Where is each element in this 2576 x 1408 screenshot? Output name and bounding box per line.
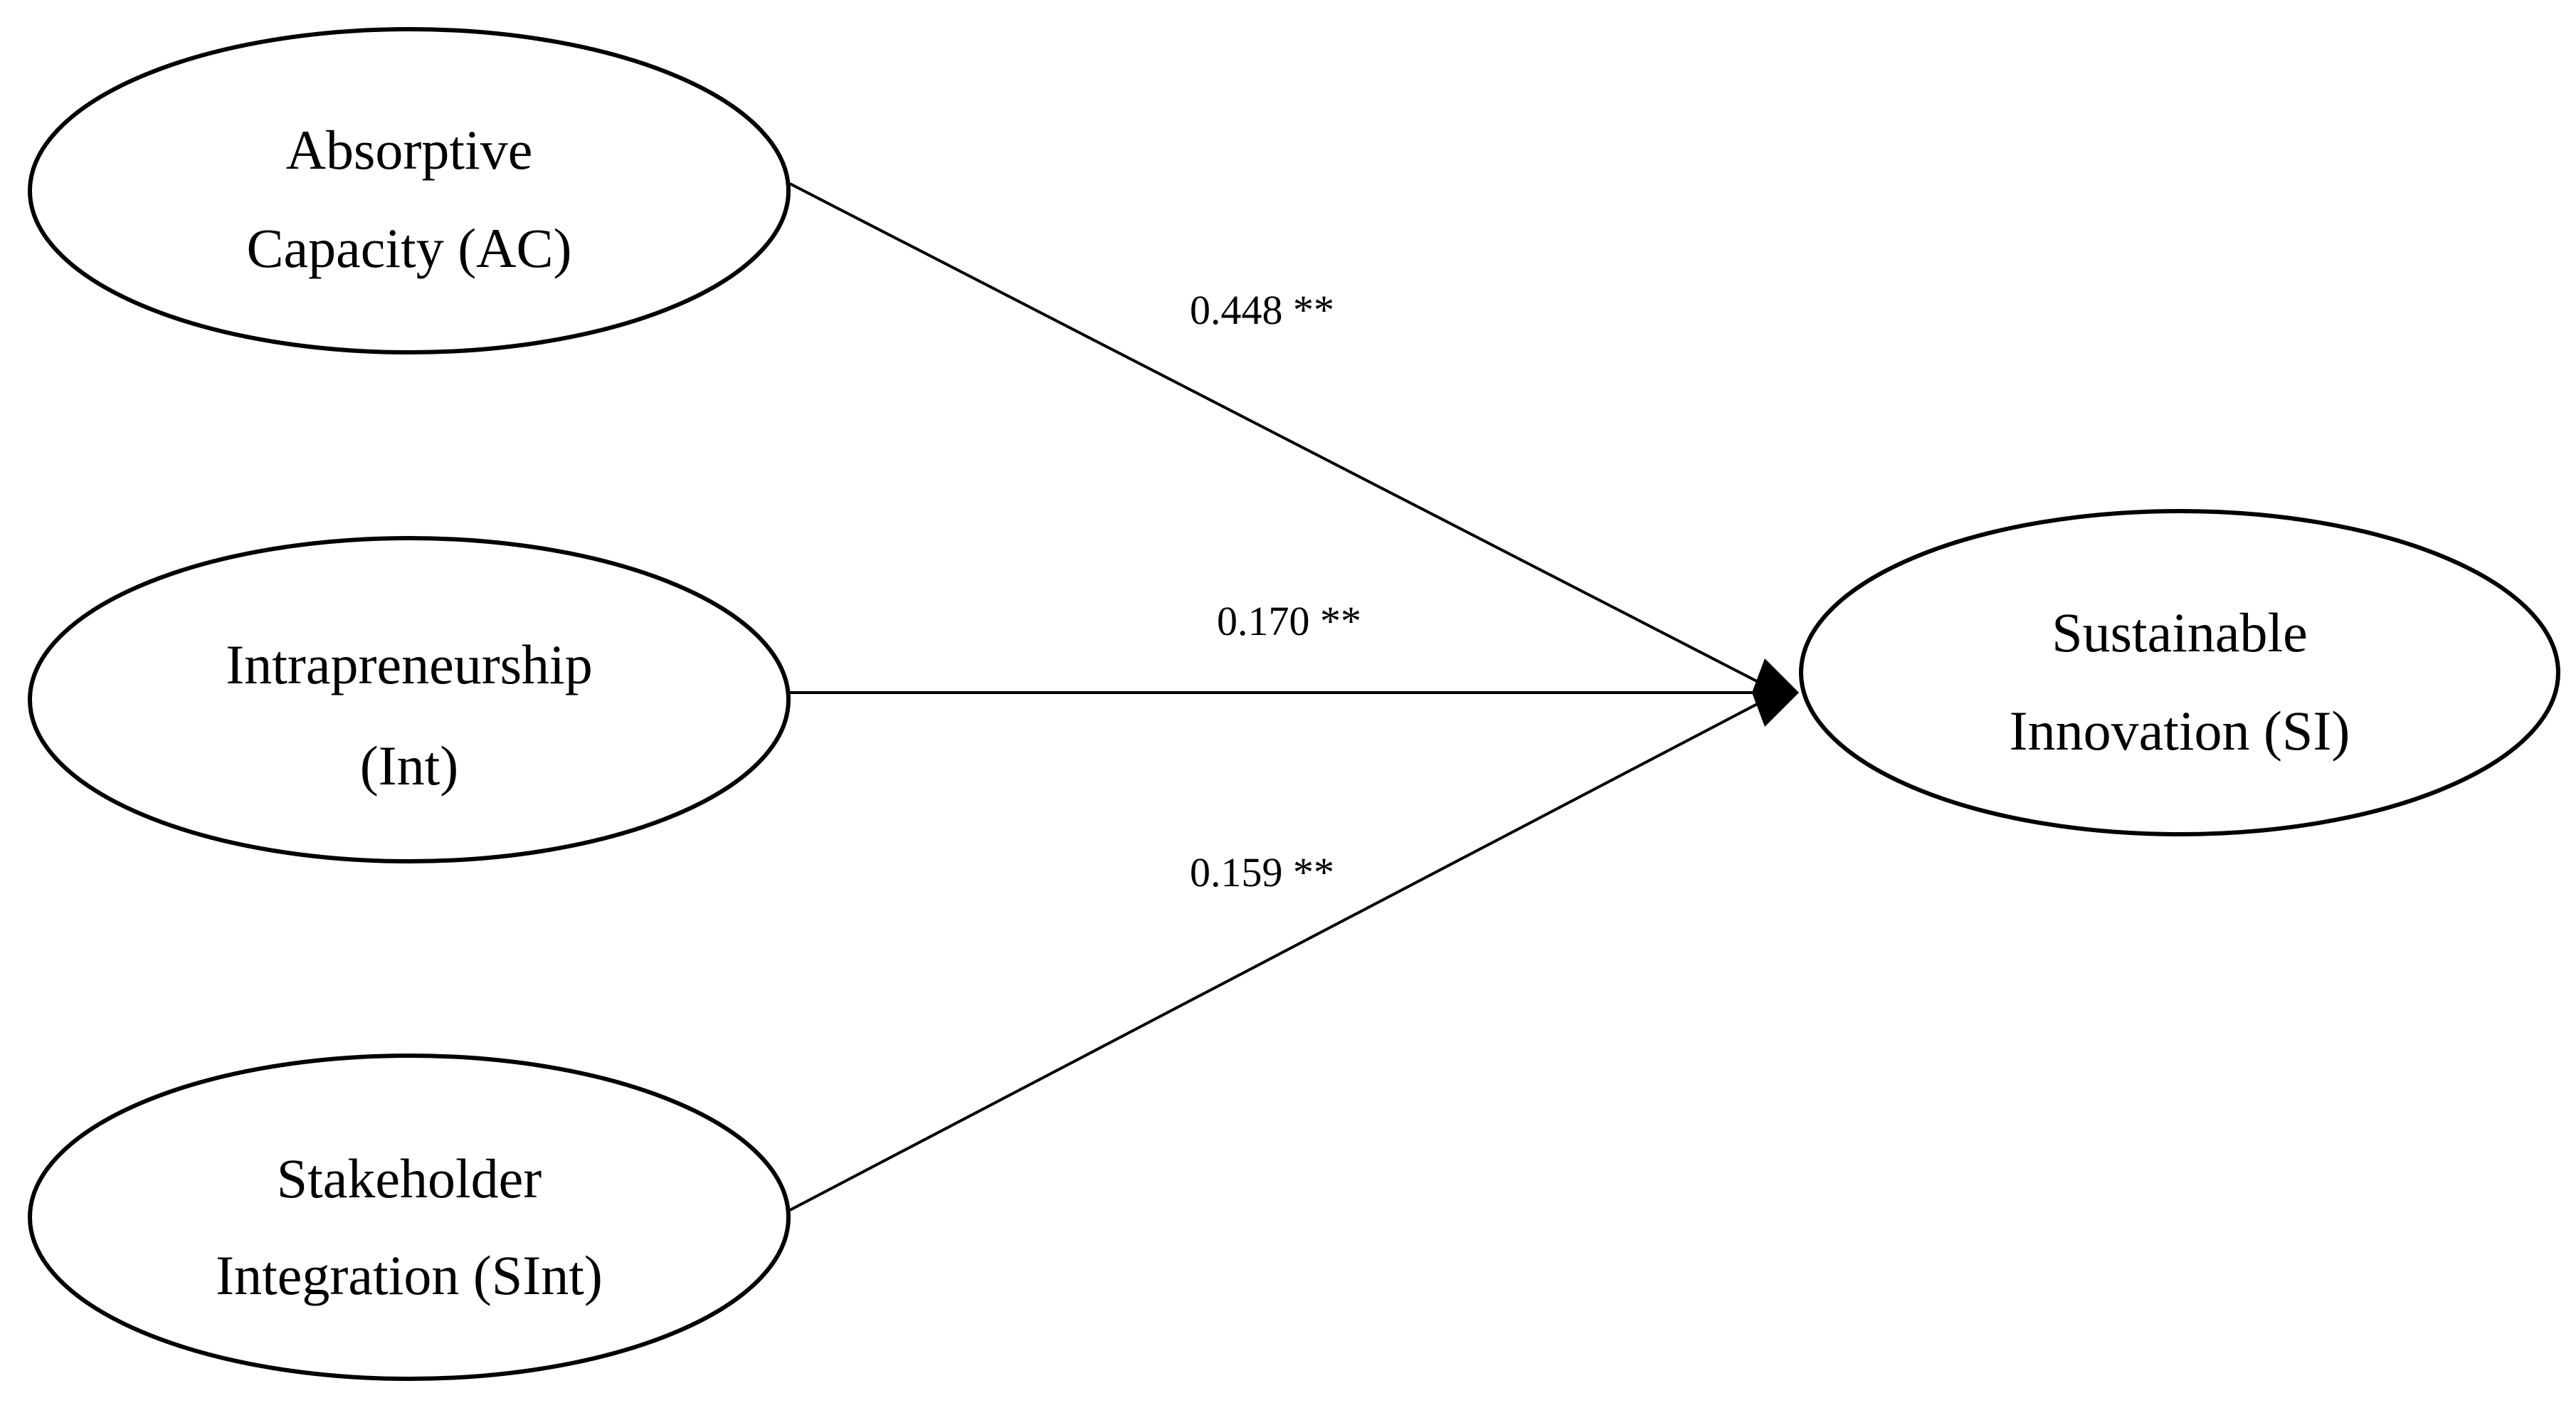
node-int-label-line1: Intrapreneurship [226, 634, 592, 695]
node-si-ellipse [1799, 509, 2560, 836]
node-intrapreneurship: Intrapreneurship (Int) [28, 536, 791, 863]
path-ac-to-si [789, 182, 1780, 694]
node-si-label-line1: Sustainable [2052, 601, 2308, 663]
node-sint-label-line1: Stakeholder [277, 1147, 542, 1209]
node-stakeholder-integration: Stakeholder Integration (SInt) [28, 1054, 791, 1381]
path-label-int-si: 0.170 ** [1217, 598, 1361, 644]
node-int-ellipse [28, 536, 791, 863]
node-ac-ellipse [28, 27, 791, 354]
path-label-sint-si: 0.159 ** [1190, 849, 1334, 895]
node-ac-label-line1: Absorptive [286, 119, 533, 181]
node-sint-ellipse [28, 1054, 791, 1381]
node-sustainable-innovation: Sustainable Innovation (SI) [1799, 509, 2560, 836]
node-sint-label-line2: Integration (SInt) [216, 1244, 603, 1306]
node-si-label-line2: Innovation (SI) [2010, 700, 2350, 762]
path-label-ac-si: 0.448 ** [1190, 287, 1334, 333]
path-sint-to-si [789, 691, 1780, 1212]
node-absorptive-capacity: Absorptive Capacity (AC) [28, 27, 791, 354]
node-int-label-line2: (Int) [360, 735, 459, 797]
node-ac-label-line2: Capacity (AC) [246, 217, 571, 279]
arrowhead-icon [1752, 658, 1799, 727]
